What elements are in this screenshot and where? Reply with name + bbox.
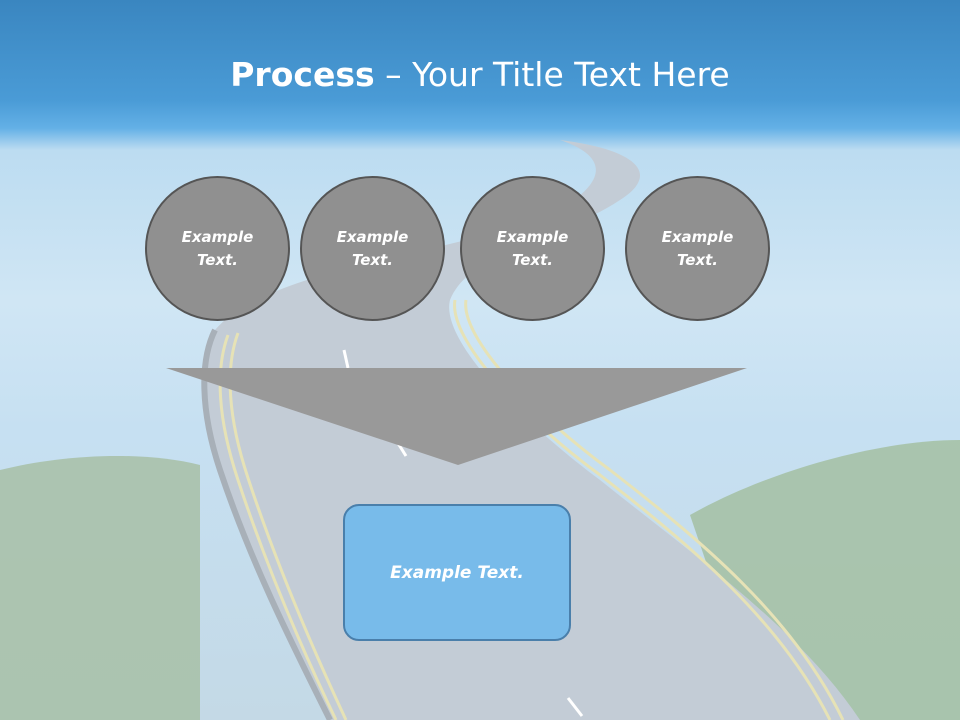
- title-strong: Process: [230, 55, 375, 94]
- step-label-4: Example Text.: [661, 227, 734, 269]
- title-rest: – Your Title Text Here: [374, 55, 730, 94]
- funnel-triangle: [166, 368, 747, 465]
- step-label-2: Example Text.: [336, 227, 409, 269]
- slide-title: Process – Your Title Text Here: [0, 52, 960, 98]
- step-circle-1: Example Text.: [145, 176, 290, 321]
- step-label-1: Example Text.: [181, 227, 254, 269]
- result-label: Example Text.: [390, 562, 524, 583]
- step-circle-2: Example Text.: [300, 176, 445, 321]
- step-circle-3: Example Text.: [460, 176, 605, 321]
- step-label-3: Example Text.: [496, 227, 569, 269]
- result-box: Example Text.: [343, 504, 571, 641]
- step-circle-4: Example Text.: [625, 176, 770, 321]
